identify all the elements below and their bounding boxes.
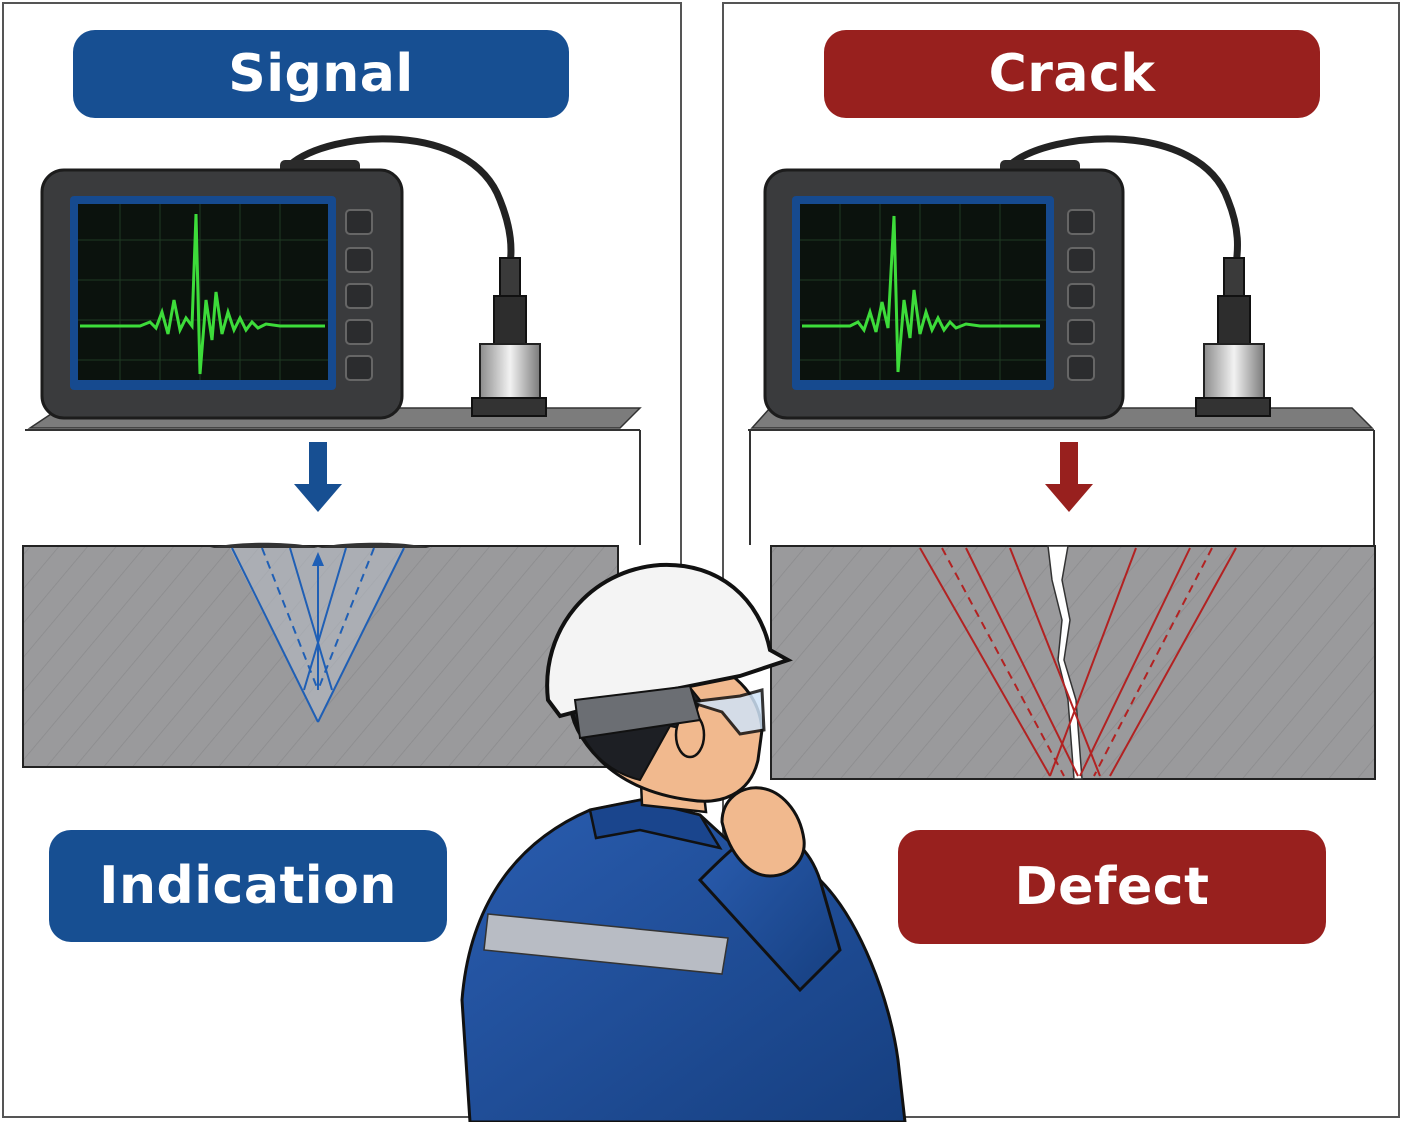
indication-label: Indication [49, 830, 447, 942]
right-specimen [770, 545, 1376, 780]
inspector-figure [460, 562, 907, 1122]
defect-label: Defect [898, 830, 1326, 944]
down-arrow-icon [1045, 442, 1093, 512]
left-transducer [471, 257, 547, 417]
left-bench [25, 407, 642, 545]
right-flaw-detector [763, 160, 1125, 420]
left-flaw-detector [40, 160, 404, 420]
crack-label: Crack [824, 30, 1320, 118]
down-arrow-icon [294, 442, 342, 512]
right-transducer [1195, 257, 1271, 417]
left-waveform [80, 213, 325, 375]
signal-label: Signal [73, 30, 569, 118]
right-probe-cable [1007, 135, 1241, 266]
right-waveform [802, 215, 1040, 373]
left-probe-cable [287, 135, 515, 266]
left-specimen [22, 542, 619, 768]
